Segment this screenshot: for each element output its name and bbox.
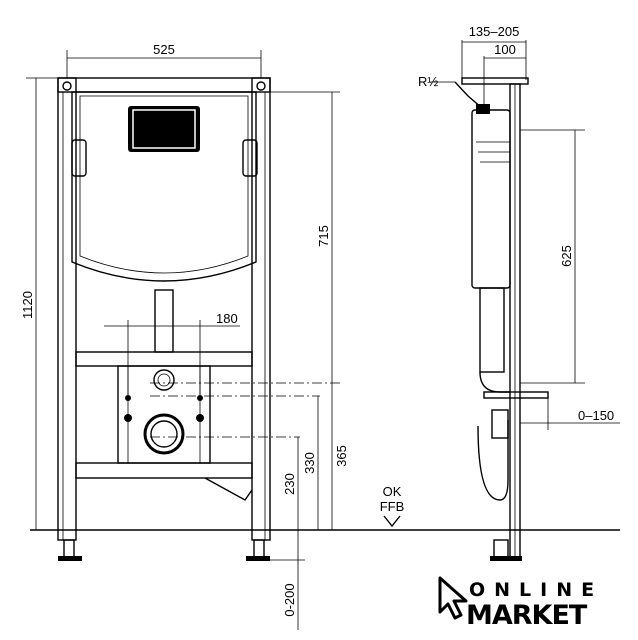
logo-line2: MARKET <box>466 600 588 631</box>
front-dimensions: 525 1120 715 180 330 365 230 0-200 <box>20 42 349 630</box>
side-view <box>454 77 549 561</box>
cursor-arrow-icon <box>438 576 468 620</box>
svg-text:FFB: FFB <box>380 499 405 514</box>
dim-100: 100 <box>494 42 516 57</box>
side-dimensions: 135–205 100 R½ 625 0–150 <box>418 24 620 430</box>
dim-625: 625 <box>559 245 574 267</box>
svg-text:OK: OK <box>383 484 402 499</box>
dim-135-205: 135–205 <box>469 24 520 39</box>
logo-line1: ONLINE <box>469 579 603 601</box>
online-market-logo: ONLINE MARKET <box>438 576 603 631</box>
dim-525: 525 <box>153 42 175 57</box>
dim-0-200: 0-200 <box>282 583 297 616</box>
dim-365: 365 <box>334 445 349 467</box>
dim-230: 230 <box>282 473 297 495</box>
flush-plate <box>128 106 200 152</box>
dim-1120: 1120 <box>20 291 35 319</box>
dim-0-150: 0–150 <box>578 408 614 423</box>
dim-330: 330 <box>302 452 317 474</box>
dim-715: 715 <box>316 225 331 247</box>
front-view-frame <box>57 77 271 561</box>
dim-180: 180 <box>216 311 238 326</box>
thread-label: R½ <box>418 74 438 89</box>
floor-marker: OK FFB <box>380 484 405 528</box>
